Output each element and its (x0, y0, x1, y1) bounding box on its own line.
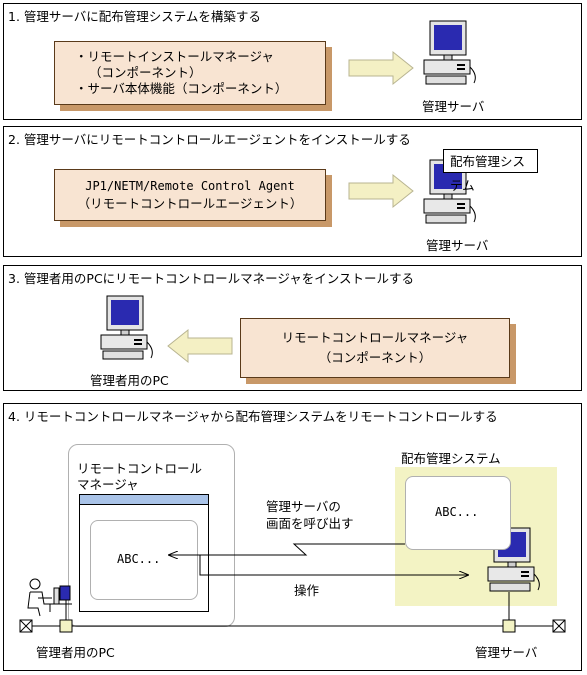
step3-panel: 3. 管理者用のPCにリモートコントロールマネージャをインストールする 管理者用… (3, 265, 582, 391)
operate-label: 操作 (294, 583, 320, 598)
step2-box-line2: （リモートコントロールエージェント） (77, 196, 303, 211)
step2-agent-box: JP1/NETM/Remote Control Agent （リモートコントロー… (54, 169, 326, 221)
call-screen-label-2: 画面を呼び出す (266, 516, 354, 531)
call-screen-arrow-icon (169, 543, 405, 555)
right-terminator-icon (552, 619, 566, 633)
call-screen-label-1: 管理サーバの (266, 499, 341, 514)
admin-node-icon (59, 619, 73, 633)
rcm-label-1: リモートコントロール (77, 461, 203, 476)
step2-install-arrow-icon (348, 173, 414, 209)
step4-panel: 4. リモートコントロールマネージャから配布管理システムをリモートコントロールす… (3, 403, 582, 671)
remote-screen-text: ABC... (435, 505, 479, 519)
step3-box-line1: リモートコントロールマネージャ (281, 330, 469, 345)
server-label: 管理サーバ (475, 645, 538, 660)
step3-admin-label: 管理者用のPC (90, 373, 169, 388)
step1-component-box: ・リモートインストールマネージャ （コンポーネント） ・サーバ本体機能（コンポー… (54, 41, 326, 105)
admin-pc-label: 管理者用のPC (36, 645, 115, 660)
step2-server-label: 管理サーバ (426, 238, 489, 253)
rcm-window-text: ABC... (117, 552, 161, 566)
operate-arrow-icon (199, 555, 468, 575)
step1-install-arrow-icon (348, 50, 414, 86)
rcm-window-viewer (90, 520, 198, 600)
step2-panel: 2. 管理サーバにリモートコントロールエージェントをインストールする JP1/N… (3, 126, 582, 257)
step3-install-arrow-icon (167, 328, 233, 364)
server-node-icon (502, 619, 516, 633)
step1-box-line2: （コンポーネント） (89, 65, 202, 80)
step4-title: 4. リモートコントロールマネージャから配布管理システムをリモートコントロールす… (8, 409, 498, 424)
step4-connections (19, 543, 566, 633)
step3-title: 3. 管理者用のPCにリモートコントロールマネージャをインストールする (8, 271, 415, 286)
rcm-label-2: マネージャ (77, 477, 139, 492)
step1-box-line3: ・サーバ本体機能（コンポーネント） (75, 81, 288, 96)
step2-callout-label: 配布管理システム (450, 154, 526, 193)
step3-admin-pc-icon (100, 295, 153, 360)
step1-box-line1: ・リモートインストールマネージャ (75, 49, 274, 64)
step3-manager-box: リモートコントロールマネージャ （コンポーネント） (240, 318, 510, 378)
left-terminator-icon (19, 619, 33, 633)
step3-box-line2: （コンポーネント） (318, 350, 432, 365)
step2-title: 2. 管理サーバにリモートコントロールエージェントをインストールする (8, 132, 411, 147)
dist-system-label: 配布管理システム (401, 451, 501, 466)
admin-person-icon (27, 578, 72, 617)
step1-server-pc-icon (423, 20, 476, 85)
step1-server-label: 管理サーバ (422, 99, 485, 114)
step1-panel: 1. 管理サーバに配布管理システムを構築する ・リモートインストールマネージャ … (3, 3, 582, 120)
step1-title: 1. 管理サーバに配布管理システムを構築する (8, 9, 261, 24)
remote-screen-window (405, 476, 511, 550)
rcm-window-titlebar (80, 495, 208, 505)
step2-box-line1: JP1/NETM/Remote Control Agent (85, 179, 295, 193)
step2-dist-system-callout: 配布管理システム (443, 149, 538, 193)
